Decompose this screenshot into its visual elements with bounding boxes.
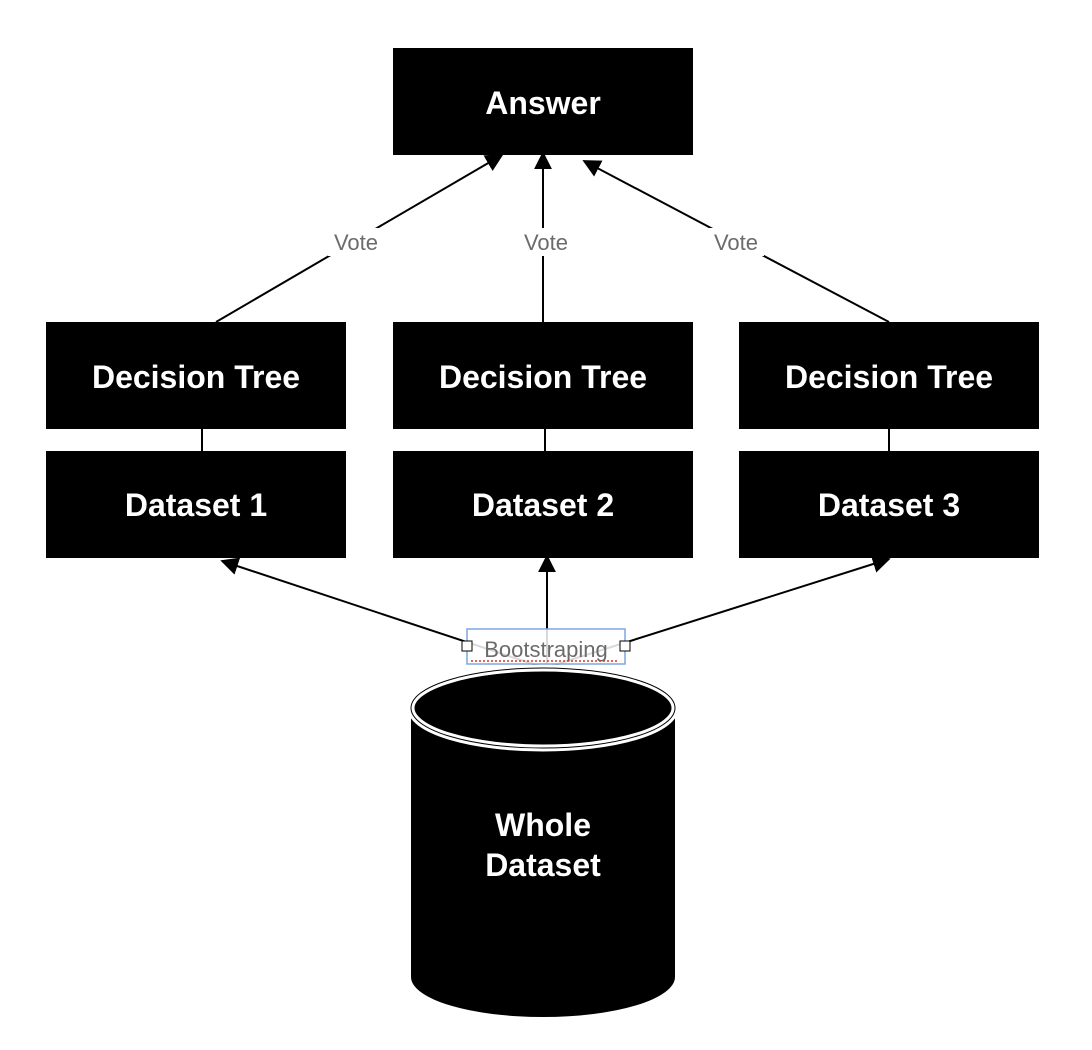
dataset-node-1[interactable]: Dataset 1 bbox=[46, 451, 346, 558]
whole-dataset-node[interactable]: Whole Dataset bbox=[407, 664, 679, 1017]
decision-tree-label-2: Decision Tree bbox=[439, 359, 647, 395]
whole-dataset-label-line-2: Dataset bbox=[485, 847, 601, 883]
dataset-node-2[interactable]: Dataset 2 bbox=[393, 451, 693, 558]
vote-label-group-3: Vote bbox=[708, 228, 764, 256]
dataset-label-3: Dataset 3 bbox=[818, 487, 960, 523]
vote-label-1: Vote bbox=[334, 230, 378, 255]
resize-handle-right[interactable] bbox=[619, 640, 631, 652]
vote-label-3: Vote bbox=[714, 230, 758, 255]
bootstrap-label-group[interactable]: Bootstraping bbox=[461, 628, 631, 665]
bootstrap-label[interactable]: Bootstraping bbox=[484, 637, 608, 662]
whole-dataset-label-line-1: Whole bbox=[495, 807, 591, 843]
resize-handle-left[interactable] bbox=[461, 640, 473, 652]
vote-label-group-2: Vote bbox=[518, 228, 574, 256]
decision-tree-node-1[interactable]: Decision Tree bbox=[46, 322, 346, 429]
vote-label-2: Vote bbox=[524, 230, 568, 255]
decision-tree-label-3: Decision Tree bbox=[785, 359, 993, 395]
answer-node[interactable]: Answer bbox=[393, 48, 693, 155]
dataset-label-2: Dataset 2 bbox=[472, 487, 614, 523]
dataset-node-3[interactable]: Dataset 3 bbox=[739, 451, 1039, 558]
vote-label-group-1: Vote bbox=[328, 228, 384, 256]
dataset-label-1: Dataset 1 bbox=[125, 487, 267, 523]
decision-tree-label-1: Decision Tree bbox=[92, 359, 300, 395]
answer-label: Answer bbox=[485, 85, 601, 121]
decision-tree-node-3[interactable]: Decision Tree bbox=[739, 322, 1039, 429]
decision-tree-node-2[interactable]: Decision Tree bbox=[393, 322, 693, 429]
bootstrap-label-background bbox=[467, 629, 625, 664]
